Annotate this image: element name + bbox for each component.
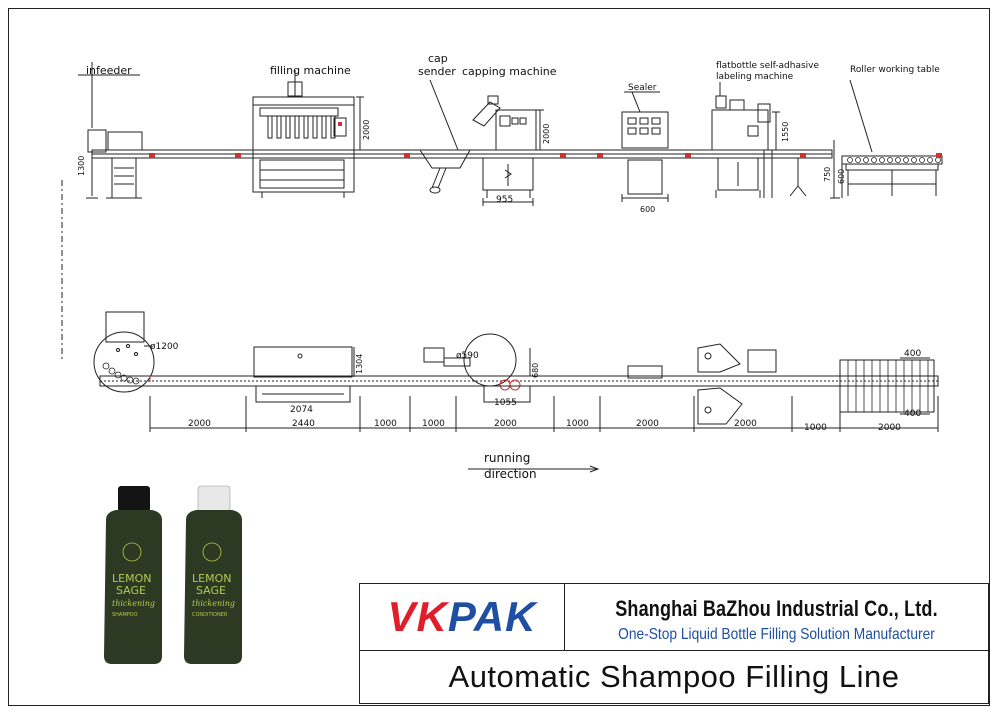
filling-machine-plan bbox=[253, 346, 355, 403]
direction-line-1: running bbox=[484, 451, 530, 465]
dim-filling-height: 2000 bbox=[362, 120, 371, 140]
logo-cell: VKPAK bbox=[360, 584, 565, 650]
direction-line-2: direction bbox=[484, 467, 537, 481]
dim-capper-diameter: ø590 bbox=[456, 351, 479, 361]
dim-seg-7: 2000 bbox=[636, 419, 659, 429]
label-labeling-1: flatbottle self-adhasive bbox=[716, 61, 820, 71]
dim-sealer-width: 600 bbox=[640, 205, 655, 214]
label-labeling-2: labeling machine bbox=[716, 72, 794, 82]
infeeder-side bbox=[78, 62, 155, 199]
page-title: Automatic Shampoo Filling Line bbox=[448, 659, 900, 694]
bottle-1-brand-2: SAGE bbox=[116, 584, 146, 597]
company-slogan: One-Stop Liquid Bottle Filling Solution … bbox=[618, 626, 935, 643]
drawing-frame bbox=[8, 8, 990, 706]
label-roller-table: Roller working table bbox=[850, 65, 940, 75]
dim-seg-6: 1000 bbox=[566, 419, 589, 429]
labeling-machine-plan bbox=[697, 343, 777, 425]
label-cap: cap bbox=[428, 52, 448, 65]
dim-seg-8: 2000 bbox=[734, 419, 757, 429]
bottle-2-script: thickening bbox=[192, 599, 235, 608]
conditioner-bottle: LEMON SAGE thickening CONDITIONER bbox=[184, 485, 242, 664]
bottle-2-type: CONDITIONER bbox=[192, 612, 228, 618]
dim-seg-3: 1000 bbox=[374, 419, 397, 429]
logo-part-1: VK bbox=[387, 593, 448, 640]
labeling-machine-side bbox=[711, 82, 807, 198]
dim-roller-height-2: 600 bbox=[837, 169, 846, 184]
dim-labeling-height: 1550 bbox=[781, 122, 790, 142]
dim-capping-width: 955 bbox=[496, 195, 513, 205]
label-sender: sender bbox=[418, 65, 456, 78]
plan-dimension-chain bbox=[149, 376, 939, 432]
dim-infeeder-height: 1300 bbox=[77, 156, 86, 176]
label-capping-machine: capping machine bbox=[462, 65, 557, 78]
title-block: VKPAK Shanghai BaZhou Industrial Co., Lt… bbox=[359, 583, 989, 704]
bottle-1-type: SHAMPOO bbox=[112, 612, 138, 618]
dim-seg-1: 2000 bbox=[188, 419, 211, 429]
dim-capper-depth: 680 bbox=[531, 363, 540, 378]
dim-filling-depth: 1304 bbox=[355, 354, 364, 374]
label-filling-machine: filling machine bbox=[270, 64, 351, 77]
bottle-2-brand-2: SAGE bbox=[196, 584, 226, 597]
sealer-plan bbox=[627, 365, 663, 379]
title-cell: Automatic Shampoo Filling Line bbox=[360, 650, 988, 703]
bottle-1-script: thickening bbox=[112, 599, 155, 608]
company-cell: Shanghai BaZhou Industrial Co., Ltd. One… bbox=[565, 584, 988, 650]
dim-seg-10: 2000 bbox=[878, 423, 901, 433]
dim-seg-4: 1000 bbox=[422, 419, 445, 429]
dim-capper-width: 1055 bbox=[494, 398, 517, 408]
dim-roller-height-1: 750 bbox=[823, 167, 832, 182]
bottle-2-brand-1: LEMON bbox=[192, 572, 231, 585]
company-name: Shanghai BaZhou Industrial Co., Ltd. bbox=[615, 596, 938, 621]
direction-arrow bbox=[468, 465, 600, 473]
label-infeeder: infeeder bbox=[86, 64, 132, 77]
plan-conveyor bbox=[99, 375, 939, 387]
capping-machine-side bbox=[472, 95, 566, 206]
turntable-plan bbox=[93, 311, 155, 393]
bottle-1-brand-1: LEMON bbox=[112, 572, 151, 585]
filling-machine-side bbox=[235, 70, 364, 198]
vkpak-logo: VKPAK bbox=[388, 593, 537, 641]
dim-turntable-diameter: ø1200 bbox=[150, 342, 179, 352]
cap-sender-side bbox=[404, 79, 471, 194]
capping-machine-plan bbox=[423, 333, 531, 403]
side-conveyor bbox=[91, 149, 833, 159]
dim-seg-2: 2440 bbox=[292, 419, 315, 429]
dim-seg-9: 1000 bbox=[804, 423, 827, 433]
dim-capping-height: 2000 bbox=[542, 124, 551, 144]
logo-part-2: PAK bbox=[447, 593, 537, 640]
shampoo-bottle: LEMON SAGE thickening SHAMPOO bbox=[104, 486, 162, 664]
dim-roller-width-top: 400 bbox=[904, 349, 921, 359]
roller-table-plan bbox=[839, 357, 935, 415]
dim-seg-5: 2000 bbox=[494, 419, 517, 429]
sealer-side bbox=[597, 91, 691, 202]
dim-filling-length: 2074 bbox=[290, 405, 313, 415]
label-sealer: Sealer bbox=[628, 83, 657, 93]
dim-roller-width-bottom: 400 bbox=[904, 409, 921, 419]
roller-table-side bbox=[830, 79, 943, 199]
